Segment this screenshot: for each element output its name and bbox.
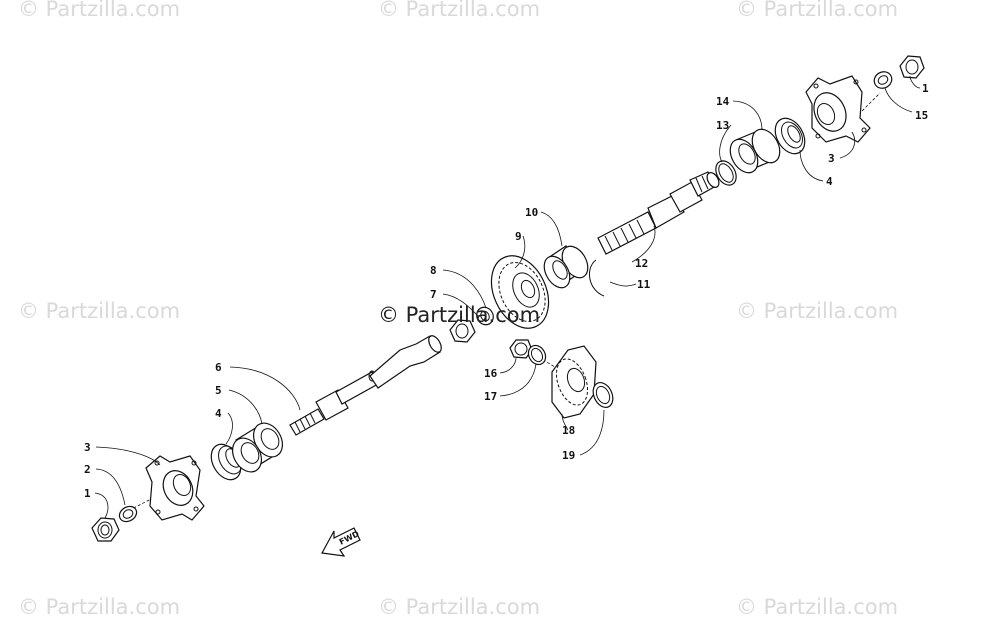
callout-2-left: 2	[84, 463, 91, 476]
callout-1-right: 1	[922, 82, 929, 95]
center-bearing-part	[543, 245, 589, 289]
right-seal-part	[774, 117, 806, 155]
callout-6: 6	[215, 361, 222, 374]
pinion-nut-part	[509, 339, 533, 359]
right-bearing-part	[729, 128, 781, 174]
right-nut-part	[899, 55, 925, 79]
forward-arrow-icon: FWD	[321, 527, 361, 557]
callout-8: 8	[430, 264, 437, 277]
callout-7: 7	[430, 288, 437, 301]
left-washer-part	[118, 505, 138, 523]
callout-10: 10	[525, 206, 538, 219]
callout-4-left: 4	[215, 407, 222, 420]
callout-16: 16	[484, 367, 498, 380]
right-o-ring-part	[715, 160, 737, 186]
left-nut-part	[91, 517, 120, 542]
callout-19: 19	[562, 449, 575, 462]
watermark: © Partzilla.com	[18, 595, 180, 619]
callout-18: 18	[562, 424, 575, 437]
right-output-shaft-part	[597, 171, 720, 255]
callout-13: 13	[716, 119, 729, 132]
callout-9: 9	[515, 230, 522, 243]
left-output-shaft-part	[289, 335, 442, 436]
watermark: © Partzilla.com	[736, 299, 898, 323]
callout-12: 12	[635, 257, 648, 270]
right-flange-part	[805, 75, 871, 143]
watermark: © Partzilla.com	[736, 595, 898, 619]
callout-4-right: 4	[826, 175, 833, 188]
pinion-washer-part	[527, 344, 547, 366]
left-flange-part	[145, 455, 205, 521]
pinion-shim-part	[592, 382, 614, 408]
watermark: © Partzilla.com	[378, 0, 540, 21]
center-watermark: © Partzilla.com	[378, 303, 540, 327]
watermark-layer: © Partzilla.com © Partzilla.com © Partzi…	[18, 0, 898, 619]
callout-14: 14	[716, 95, 730, 108]
center-washer-part	[476, 306, 494, 326]
ring-gear-part	[490, 255, 550, 329]
callout-5: 5	[215, 384, 222, 397]
leader-lines	[94, 75, 921, 519]
callout-15: 15	[915, 109, 928, 122]
left-bearing-part	[231, 422, 284, 473]
callout-17: 17	[484, 390, 497, 403]
callout-3-left: 3	[84, 441, 91, 454]
center-nut-part	[449, 319, 476, 343]
right-washer-part	[873, 71, 893, 89]
callout-3-right: 3	[828, 152, 835, 165]
callout-1-left: 1	[84, 487, 91, 500]
watermark: © Partzilla.com	[736, 0, 898, 21]
watermark: © Partzilla.com	[378, 595, 540, 619]
pinion-gear-part	[551, 345, 597, 419]
watermark: © Partzilla.com	[18, 299, 180, 323]
callout-11: 11	[637, 278, 651, 291]
snap-ring-part	[588, 259, 605, 297]
callout-labels: 1 2 3 4 5 6 7 8 9 10 11 12 13 14 3 4 1 1…	[84, 82, 929, 500]
watermark: © Partzilla.com	[18, 0, 180, 21]
